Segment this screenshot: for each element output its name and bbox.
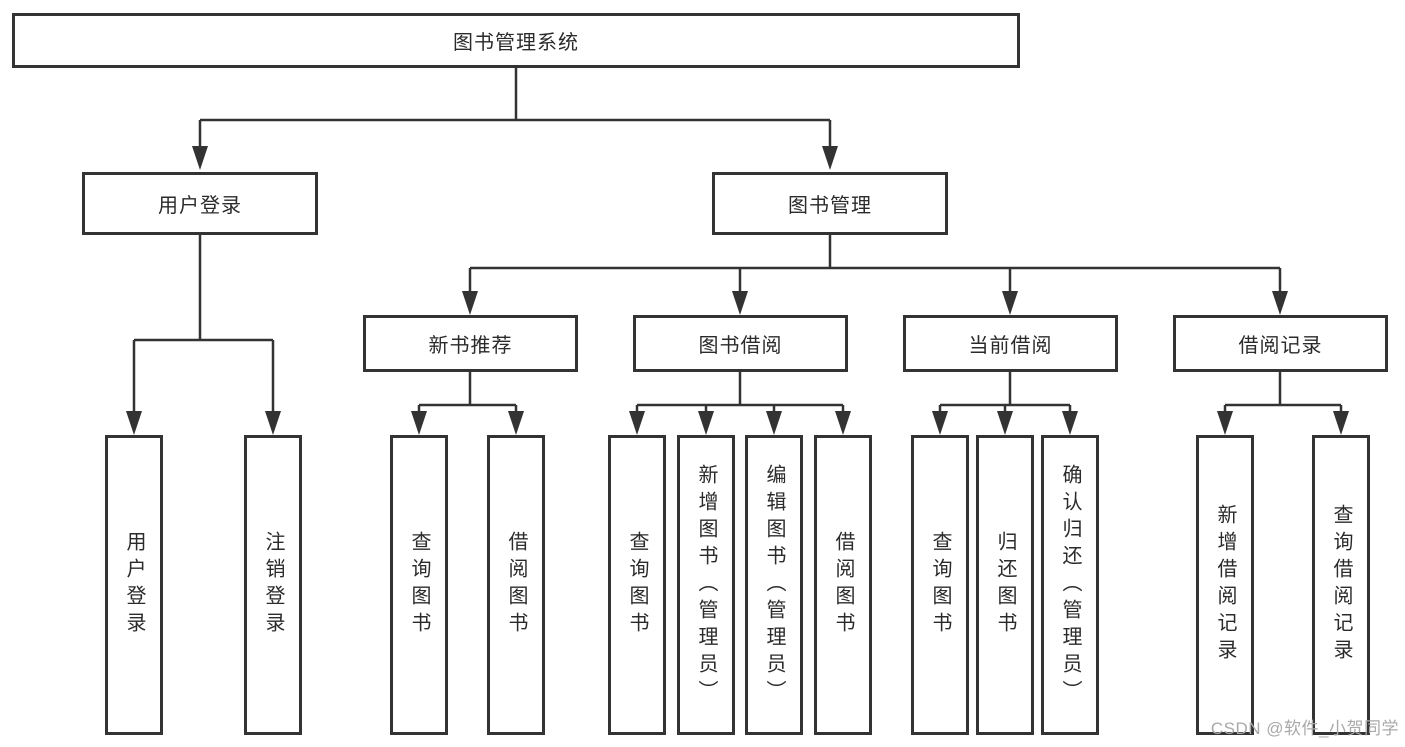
leaf-query-books-recommend: 查询图书 xyxy=(390,435,448,735)
node-new-book-recommend-label: 新书推荐 xyxy=(428,335,513,357)
leaf-logout-label: 注销登录 xyxy=(262,531,284,639)
leaf-query-books-recommend-label: 查询图书 xyxy=(408,531,430,639)
connector-root-to-level2 xyxy=(198,68,832,150)
node-current-borrow-label: 当前借阅 xyxy=(968,335,1053,357)
leaf-borrow-books-recommend-label: 借阅图书 xyxy=(505,531,527,639)
node-current-borrow: 当前借阅 xyxy=(903,315,1118,372)
node-user-login-label: 用户登录 xyxy=(158,195,242,217)
leaf-borrow-books-label: 借阅图书 xyxy=(832,531,854,639)
leaf-confirm-return-admin-label: 确认归还（管理员） xyxy=(1059,463,1081,707)
node-user-login: 用户登录 xyxy=(82,172,318,235)
node-book-management-label: 图书管理 xyxy=(788,195,872,217)
leaf-edit-books-admin: 编辑图书（管理员） xyxy=(745,435,803,735)
leaf-query-books-borrow: 查询图书 xyxy=(608,435,666,735)
node-root: 图书管理系统 xyxy=(12,13,1020,68)
leaf-add-books-admin: 新增图书（管理员） xyxy=(677,435,735,735)
node-book-management: 图书管理 xyxy=(712,172,948,235)
leaf-return-books-label: 归还图书 xyxy=(994,531,1016,639)
leaf-query-borrow-record-label: 查询借阅记录 xyxy=(1330,504,1352,666)
connector-bookmgmt-to-level3 xyxy=(468,235,1282,295)
connector-currentborrow-to-leaves xyxy=(938,372,1072,415)
watermark: CSDN @软件_小贺同学 xyxy=(1210,719,1399,738)
leaf-edit-books-admin-label: 编辑图书（管理员） xyxy=(763,463,785,707)
leaf-return-books: 归还图书 xyxy=(976,435,1034,735)
leaf-add-borrow-record-label: 新增借阅记录 xyxy=(1214,504,1236,666)
connector-newbook-to-leaves xyxy=(417,372,518,415)
leaf-user-login: 用户登录 xyxy=(105,435,163,735)
leaf-add-books-admin-label: 新增图书（管理员） xyxy=(695,463,717,707)
leaf-query-books-borrow-label: 查询图书 xyxy=(626,531,648,639)
leaf-borrow-books: 借阅图书 xyxy=(814,435,872,735)
leaf-query-books-current: 查询图书 xyxy=(911,435,969,735)
leaf-logout: 注销登录 xyxy=(244,435,302,735)
leaf-add-borrow-record: 新增借阅记录 xyxy=(1196,435,1254,735)
leaf-confirm-return-admin: 确认归还（管理员） xyxy=(1041,435,1099,735)
node-book-borrow-label: 图书借阅 xyxy=(698,335,783,357)
leaf-user-login-label: 用户登录 xyxy=(123,531,145,639)
node-new-book-recommend: 新书推荐 xyxy=(363,315,578,372)
leaf-borrow-books-recommend: 借阅图书 xyxy=(487,435,545,735)
node-borrow-records: 借阅记录 xyxy=(1173,315,1388,372)
leaf-query-books-current-label: 查询图书 xyxy=(929,531,951,639)
node-borrow-records-label: 借阅记录 xyxy=(1238,335,1323,357)
connector-borrowrecords-to-leaves xyxy=(1223,372,1343,415)
connector-bookborrow-to-leaves xyxy=(635,372,845,415)
node-root-label: 图书管理系统 xyxy=(453,32,579,54)
leaf-query-borrow-record: 查询借阅记录 xyxy=(1312,435,1370,735)
node-book-borrow: 图书借阅 xyxy=(633,315,848,372)
connector-userlogin-to-leaves xyxy=(132,235,275,415)
